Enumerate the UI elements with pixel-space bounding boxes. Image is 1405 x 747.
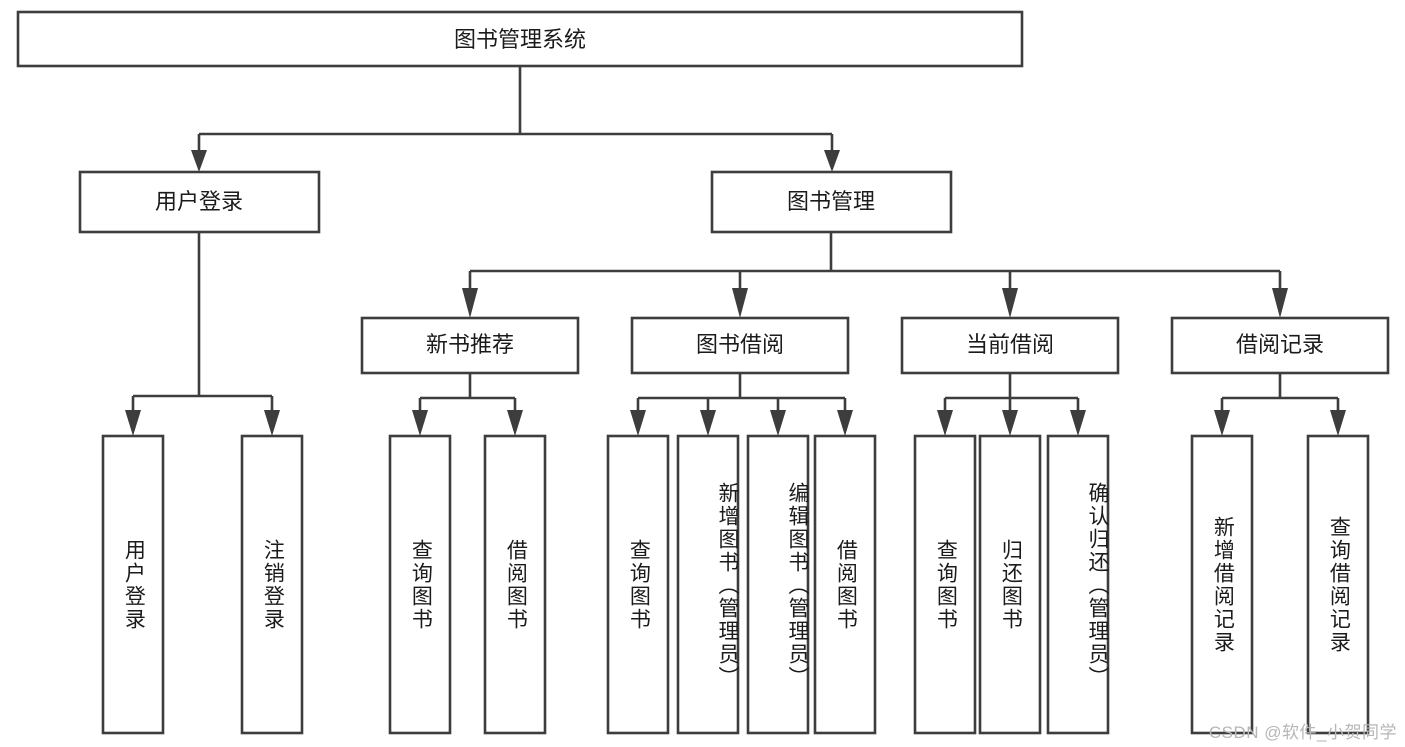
node-user-login[interactable] — [78, 170, 321, 234]
connector-borrow-to-leaves — [630, 373, 853, 436]
node-book-management[interactable] — [710, 170, 953, 234]
leaf-box-borrow-book-2[interactable] — [813, 434, 877, 735]
connector-records-to-leaves — [1214, 373, 1346, 436]
node-new-book-recommend[interactable] — [360, 316, 580, 375]
connector-current-to-leaves — [937, 373, 1086, 436]
leaf-box-add-book-admin[interactable] — [676, 434, 740, 735]
node-root-label: 图书管理系统 — [454, 27, 586, 52]
node-current-borrow-label: 当前借阅 — [966, 332, 1054, 357]
node-borrow-record[interactable] — [1170, 316, 1390, 375]
connector-root-to-level2 — [191, 66, 840, 172]
node-book-management-label: 图书管理 — [787, 189, 875, 214]
node-root[interactable] — [16, 10, 1024, 68]
connector-books-to-level3 — [462, 232, 1288, 318]
connector-login-to-leaves — [125, 232, 280, 436]
csdn-watermark: CSDN @软件_小贺同学 — [1208, 723, 1397, 742]
node-new-book-recommend-label: 新书推荐 — [426, 332, 514, 357]
leaf-box-query-book-2[interactable] — [606, 434, 670, 735]
leaf-box-borrow-book-1[interactable] — [483, 434, 547, 735]
leaf-box-query-borrow-record[interactable] — [1306, 434, 1370, 735]
node-current-borrow[interactable] — [900, 316, 1120, 375]
leaf-box-query-book-1[interactable] — [388, 434, 452, 735]
connector-newbooks-to-leaves — [412, 373, 523, 436]
leaf-box-edit-book-admin[interactable] — [746, 434, 810, 735]
leaf-box-user-login[interactable] — [101, 434, 165, 735]
leaf-box-add-borrow-record[interactable] — [1190, 434, 1254, 735]
leaf-box-logout[interactable] — [240, 434, 304, 735]
node-user-login-label: 用户登录 — [155, 189, 243, 214]
node-book-borrow[interactable] — [630, 316, 850, 375]
leaf-box-confirm-return-admin[interactable] — [1046, 434, 1110, 735]
node-borrow-record-label: 借阅记录 — [1236, 332, 1324, 357]
leaf-box-query-book-3[interactable] — [913, 434, 977, 735]
node-book-borrow-label: 图书借阅 — [696, 332, 784, 357]
leaf-box-return-book[interactable] — [978, 434, 1042, 735]
